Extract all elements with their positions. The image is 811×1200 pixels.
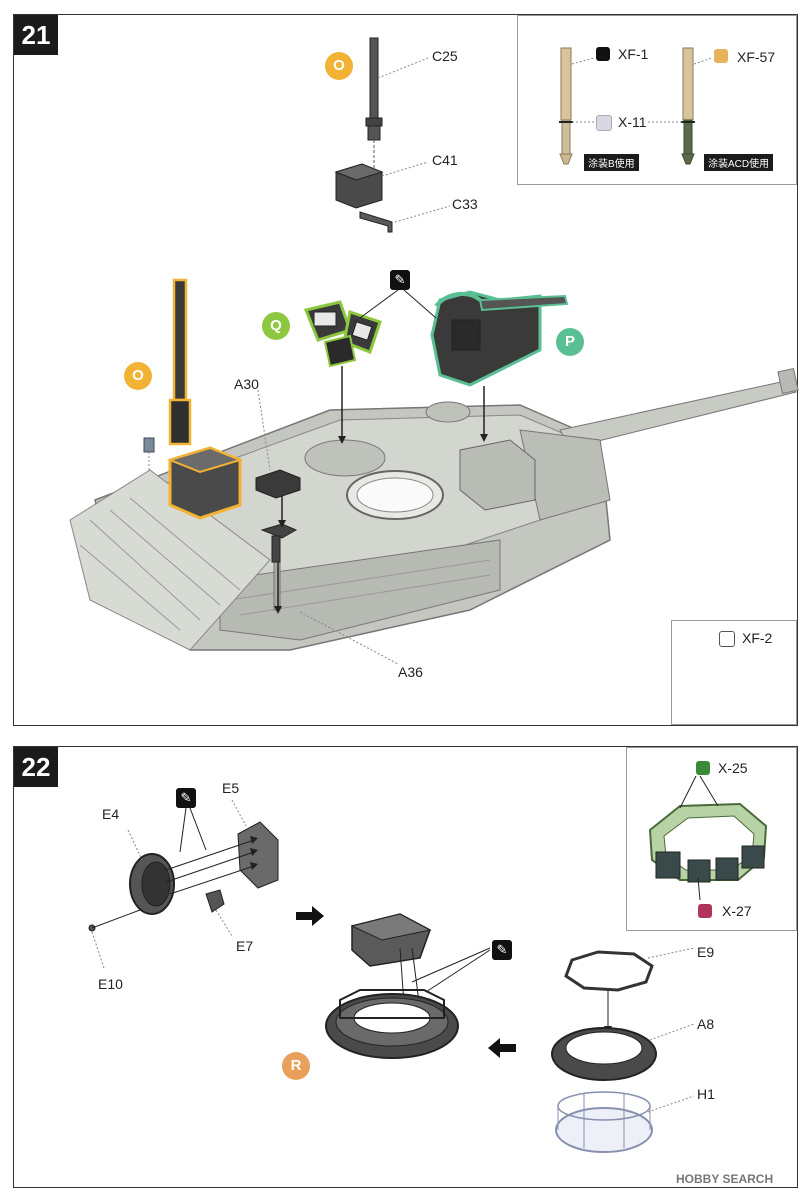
arrow-right-icon xyxy=(296,906,324,926)
paint-inset-ring xyxy=(626,747,797,931)
step-number-21: 21 xyxy=(14,15,58,55)
label-a8: A8 xyxy=(697,1016,715,1032)
label-x27: X-27 xyxy=(722,903,752,919)
paint-badge-xf2 xyxy=(719,631,735,647)
part-a8-ring xyxy=(551,1027,657,1081)
part-c33-bracket xyxy=(359,211,393,233)
part-e5-plate xyxy=(237,821,279,889)
part-e4-cup xyxy=(129,853,175,915)
part-c25-antenna xyxy=(365,37,383,141)
callout-r: R xyxy=(282,1052,310,1080)
paint-badge-x25 xyxy=(696,761,710,775)
part-e9-octagon xyxy=(564,950,654,992)
label-c25: C25 xyxy=(432,48,458,64)
paint-badge-xf1 xyxy=(596,47,610,61)
arrow-left-icon xyxy=(488,1038,516,1058)
paint-badge-xf57 xyxy=(714,49,728,63)
step-number-22: 22 xyxy=(14,747,58,787)
antenna-b-illustration xyxy=(559,47,573,165)
callout-q: Q xyxy=(262,312,290,340)
callout-p: P xyxy=(556,328,584,356)
callout-o-top: O xyxy=(325,52,353,80)
watermark: HOBBY SEARCH xyxy=(676,1172,774,1186)
antenna-acd-illustration xyxy=(681,47,695,165)
label-xf57: XF-57 xyxy=(737,49,776,65)
part-h1-clear-ring xyxy=(555,1091,653,1153)
part-q-sight-assembly xyxy=(303,300,382,368)
label-h1: H1 xyxy=(697,1086,715,1102)
label-c33: C33 xyxy=(452,196,478,212)
label-e9: E9 xyxy=(697,944,715,960)
part-o-antenna-assembly xyxy=(166,278,244,520)
callout-o-side: O xyxy=(124,362,152,390)
label-e7: E7 xyxy=(236,938,254,954)
hatch-assembly xyxy=(350,913,432,967)
part-a36-pole xyxy=(260,523,298,563)
label-c41: C41 xyxy=(432,152,458,168)
label-e5: E5 xyxy=(222,780,240,796)
paint-badge-x11 xyxy=(596,115,612,131)
label-e10: E10 xyxy=(98,976,123,992)
label-x25: X-25 xyxy=(718,760,748,776)
part-a30-block xyxy=(255,469,301,499)
label-a30: A30 xyxy=(234,376,259,392)
tag-scheme-b: 涂装B使用 xyxy=(584,154,639,171)
part-c41-box xyxy=(334,163,384,209)
glue-icon-step22-b: ✎ xyxy=(492,940,512,960)
lamp-part xyxy=(143,437,155,470)
x25-x27-ring-illustration xyxy=(648,802,768,883)
label-e4: E4 xyxy=(102,806,120,822)
label-xf1: XF-1 xyxy=(618,46,649,62)
glue-icon: ✎ xyxy=(390,270,410,290)
label-xf2: XF-2 xyxy=(742,630,773,646)
ring-base-assembly xyxy=(325,989,459,1059)
part-p-rws-assembly xyxy=(430,290,569,387)
glue-icon-step22-a: ✎ xyxy=(176,788,196,808)
label-a36: A36 xyxy=(398,664,423,680)
paint-badge-x27 xyxy=(698,904,712,918)
label-x11: X-11 xyxy=(618,114,647,130)
part-e7-clip xyxy=(205,889,225,913)
step-22-panel xyxy=(13,746,798,1188)
tag-scheme-acd: 涂装ACD使用 xyxy=(704,154,774,171)
